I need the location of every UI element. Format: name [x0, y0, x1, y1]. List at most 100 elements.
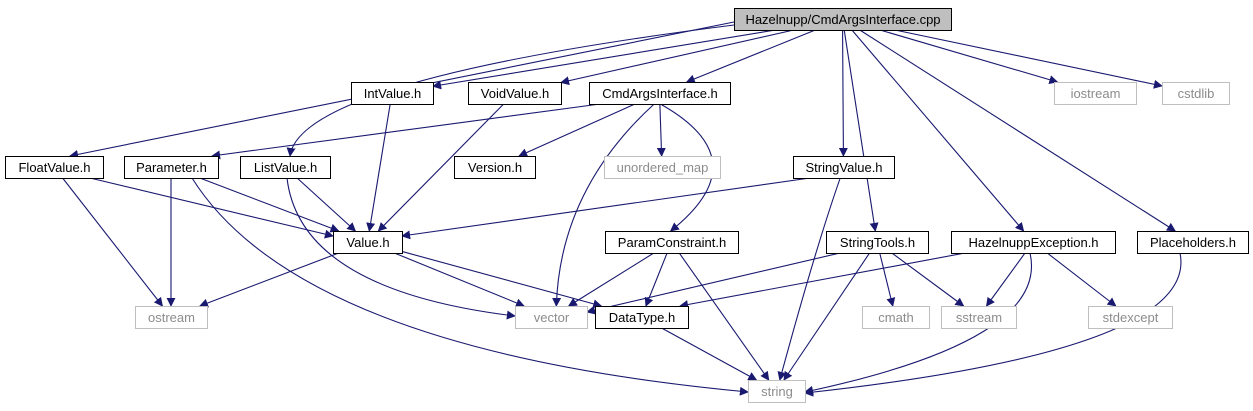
node-paramconstraint[interactable]: ParamConstraint.h	[605, 231, 739, 254]
edge-parameter-to-value	[199, 177, 340, 233]
node-version[interactable]: Version.h	[454, 156, 536, 179]
node-voidvalue[interactable]: VoidValue.h	[468, 82, 562, 105]
node-label-stdexcept: stdexcept	[1103, 310, 1159, 325]
node-box-stringtools[interactable]	[826, 231, 929, 254]
edge-floatvalue-to-value	[89, 177, 334, 239]
edge-cmdargs-to-parameter	[211, 103, 601, 160]
node-box-unordered	[604, 156, 721, 179]
node-label-stringvalue: StringValue.h	[805, 160, 882, 175]
edge-value-to-datatype	[401, 250, 603, 309]
node-intvalue[interactable]: IntValue.h	[351, 82, 434, 105]
node-box-placeholders[interactable]	[1137, 231, 1249, 254]
node-box-sstream	[941, 306, 1017, 329]
nodes-layer: Hazelnupp/CmdArgsInterface.cppIntValue.h…	[5, 8, 1249, 403]
node-box-hazexception[interactable]	[951, 231, 1116, 254]
edge-root-to-intvalue	[432, 29, 776, 90]
edge-root-to-voidvalue	[560, 29, 794, 86]
node-box-floatvalue[interactable]	[5, 156, 104, 179]
node-listvalue[interactable]: ListValue.h	[240, 156, 331, 179]
edge-listvalue-to-value	[296, 177, 357, 232]
node-vector: vector	[515, 306, 588, 329]
node-label-paramconstraint: ParamConstraint.h	[618, 235, 726, 250]
node-label-string: string	[761, 384, 793, 399]
edge-root-to-stringtools	[843, 29, 879, 232]
edge-stringvalue-to-value	[401, 177, 811, 240]
node-box-version[interactable]	[454, 156, 536, 179]
node-box-datatype[interactable]	[595, 306, 689, 329]
edge-cmdargs-to-vector	[552, 103, 655, 307]
edge-root-to-placeholders	[859, 29, 1176, 232]
node-box-stringvalue[interactable]	[793, 156, 895, 179]
node-hazexception[interactable]: HazelnuppException.h	[951, 231, 1116, 254]
edge-stringtools-to-cmath	[879, 252, 896, 307]
node-label-cmdargs: CmdArgsInterface.h	[602, 86, 718, 101]
node-value[interactable]: Value.h	[333, 231, 403, 254]
edge-value-to-ostream	[198, 252, 339, 308]
node-box-cmdargs[interactable]	[589, 82, 731, 105]
node-box-root[interactable]	[734, 8, 952, 31]
node-label-cstdlib: cstdlib	[1178, 86, 1215, 101]
node-stringtools[interactable]: StringTools.h	[826, 231, 929, 254]
edge-listvalue-to-vector	[286, 177, 516, 320]
edge-root-to-cmdargs	[685, 29, 816, 84]
node-floatvalue[interactable]: FloatValue.h	[5, 156, 104, 179]
edge-paramconstraint-to-string	[678, 252, 770, 381]
node-cmath: cmath	[862, 306, 930, 329]
node-label-value: Value.h	[346, 235, 389, 250]
node-placeholders[interactable]: Placeholders.h	[1137, 231, 1249, 254]
node-label-listvalue: ListValue.h	[254, 160, 317, 175]
node-stdexcept: stdexcept	[1088, 306, 1173, 329]
node-box-parameter[interactable]	[124, 156, 219, 179]
edge-hazexception-to-stdexcept	[1046, 252, 1117, 307]
edge-voidvalue-to-value	[377, 103, 505, 232]
node-box-iostream	[1054, 82, 1137, 105]
edge-paramconstraint-to-vector	[567, 252, 655, 307]
node-label-vector: vector	[534, 310, 570, 325]
edge-floatvalue-to-ostream	[62, 177, 163, 307]
node-sstream: sstream	[941, 306, 1017, 329]
edge-datatype-to-string	[661, 327, 758, 381]
node-box-intvalue[interactable]	[351, 82, 434, 105]
node-cmdargs[interactable]: CmdArgsInterface.h	[589, 82, 731, 105]
node-cstdlib: cstdlib	[1162, 82, 1230, 105]
node-label-datatype: DataType.h	[609, 310, 676, 325]
node-label-root: Hazelnupp/CmdArgsInterface.cpp	[745, 12, 940, 27]
node-unordered: unordered_map	[604, 156, 721, 179]
node-box-cstdlib	[1162, 82, 1230, 105]
node-label-ostream: ostream	[148, 310, 195, 325]
edge-stringtools-to-vector	[586, 252, 841, 315]
edge-cmdargs-to-version	[518, 103, 636, 157]
node-root[interactable]: Hazelnupp/CmdArgsInterface.cpp	[734, 8, 952, 31]
edge-root-to-iostream	[879, 29, 1059, 85]
edge-root-to-hazexception	[851, 29, 1025, 232]
node-parameter[interactable]: Parameter.h	[124, 156, 219, 179]
node-box-stdexcept	[1088, 306, 1173, 329]
node-datatype[interactable]: DataType.h	[595, 306, 689, 329]
node-box-listvalue[interactable]	[240, 156, 331, 179]
edge-stringtools-to-string	[783, 252, 871, 381]
node-label-iostream: iostream	[1071, 86, 1121, 101]
node-box-voidvalue[interactable]	[468, 82, 562, 105]
node-stringvalue[interactable]: StringValue.h	[793, 156, 895, 179]
edge-root-to-cstdlib	[894, 29, 1163, 89]
edge-stringvalue-to-string	[777, 177, 841, 381]
edge-hazexception-to-sstream	[985, 252, 1026, 307]
node-box-value[interactable]	[333, 231, 403, 254]
node-label-parameter: Parameter.h	[136, 160, 207, 175]
edge-value-to-vector	[394, 252, 525, 308]
node-label-version: Version.h	[468, 160, 522, 175]
edges-layer	[62, 21, 1182, 397]
node-box-cmath	[862, 306, 930, 329]
edge-cmdargs-to-unordered	[656, 103, 666, 157]
edge-hazexception-to-datatype	[679, 252, 966, 309]
edge-root-to-stringvalue	[838, 29, 848, 157]
edge-stringtools-to-sstream	[891, 252, 965, 307]
node-box-ostream	[135, 306, 208, 329]
node-label-hazexception: HazelnuppException.h	[968, 235, 1098, 250]
node-string: string	[748, 380, 806, 403]
node-label-cmath: cmath	[878, 310, 913, 325]
node-label-sstream: sstream	[956, 310, 1002, 325]
node-label-stringtools: StringTools.h	[840, 235, 915, 250]
node-box-paramconstraint[interactable]	[605, 231, 739, 254]
